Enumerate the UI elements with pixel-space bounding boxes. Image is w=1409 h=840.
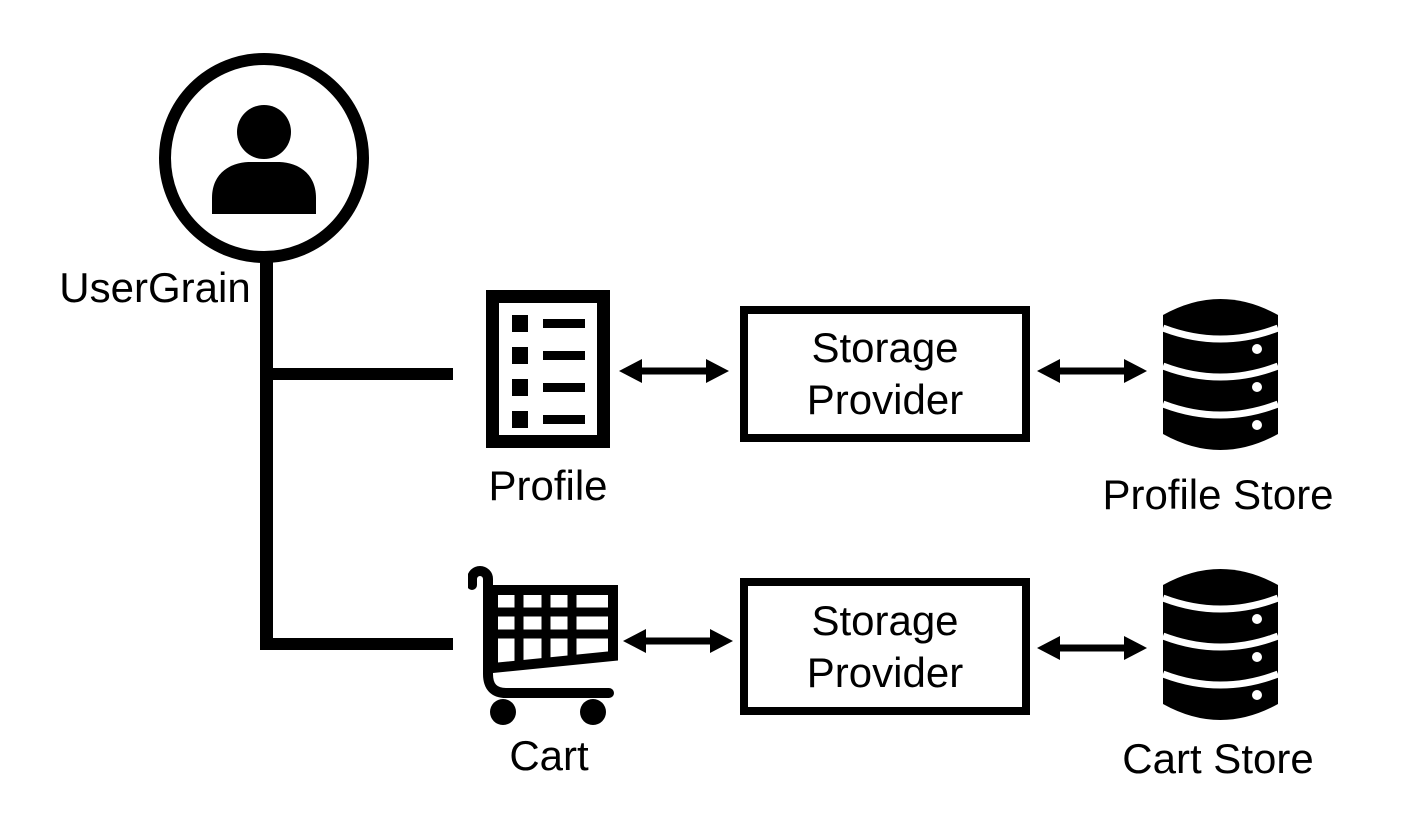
branch-line-profile	[260, 368, 453, 380]
list-document-icon	[486, 290, 610, 448]
storage-provider-box-cart: Storage Provider	[740, 578, 1030, 715]
cart-label: Cart	[509, 732, 589, 779]
storage-provider-box-profile: Storage Provider	[740, 306, 1030, 442]
storage-provider-label-line1: Storage	[811, 596, 959, 644]
database-icon	[1163, 299, 1278, 450]
double-headed-arrow-icon	[619, 359, 729, 383]
tree-trunk-line	[260, 256, 273, 650]
user-grain-label: UserGrain	[59, 264, 251, 311]
storage-provider-label-line2: Provider	[806, 376, 964, 423]
branch-line-cart	[260, 638, 453, 650]
storage-provider-label-line1: Storage	[811, 324, 959, 371]
profile-store-label: Profile Store	[1102, 471, 1334, 518]
double-headed-arrow-icon	[623, 629, 733, 653]
double-headed-arrow-icon	[1037, 636, 1147, 660]
cart-store-label: Cart Store	[1122, 735, 1314, 782]
user-person-icon	[159, 53, 369, 263]
double-headed-arrow-icon	[1037, 359, 1147, 383]
profile-label: Profile	[488, 462, 608, 509]
storage-provider-label-line2: Provider	[806, 648, 964, 696]
shopping-cart-icon	[468, 566, 618, 725]
database-icon	[1163, 569, 1278, 720]
